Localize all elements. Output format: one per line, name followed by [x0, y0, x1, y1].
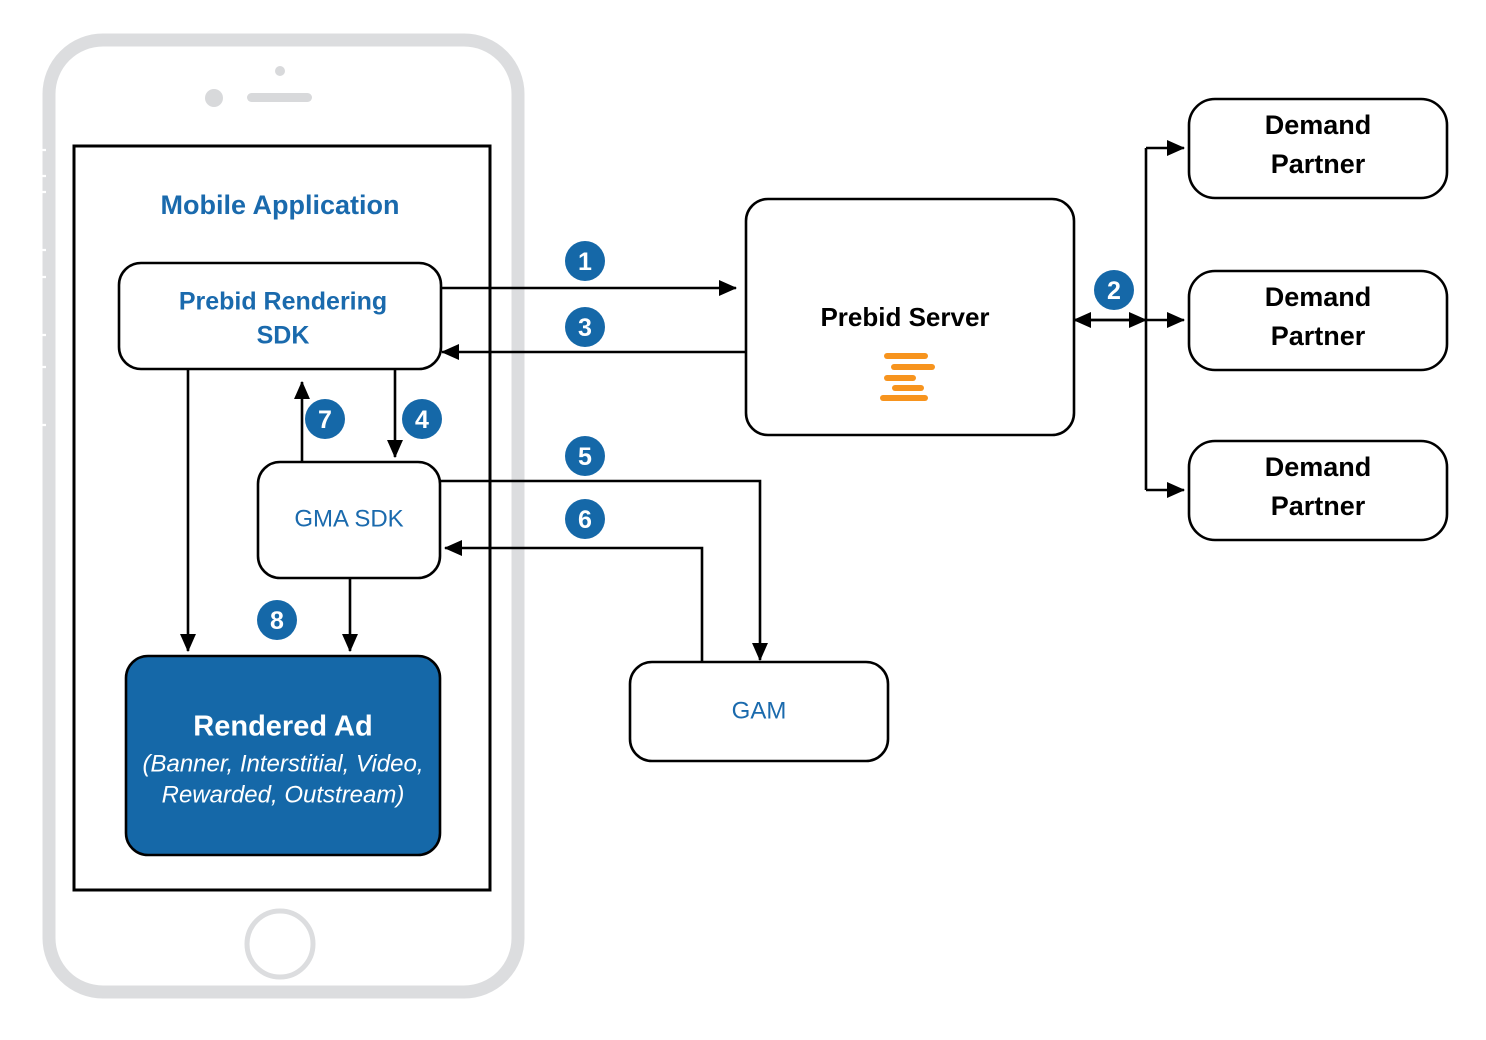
prebid-rendering-sdk-label-line1: Prebid Rendering: [179, 288, 387, 316]
node-prebid-server[interactable]: Prebid Server: [744, 197, 1076, 437]
connector-step-5: [440, 479, 769, 662]
demand-partner-3-box[interactable]: [1187, 439, 1449, 542]
demand-partner-3-label-line2: Partner: [1271, 491, 1366, 521]
node-demand-partner-2[interactable]: Demand Partner: [1187, 269, 1449, 372]
step-badge-6-circle: [565, 499, 605, 539]
step-badge-7-number: 7: [318, 406, 332, 434]
prebid-server-box[interactable]: [744, 197, 1076, 437]
prebid-server-label: Prebid Server: [820, 302, 989, 332]
phone-silent-switch: [38, 148, 46, 178]
step-badge-2: 2: [1094, 270, 1134, 310]
step-badge-8-circle: [257, 600, 297, 640]
step-badge-3: 3: [565, 307, 605, 347]
mobile-application-title: Mobile Application: [161, 190, 400, 220]
step-badge-4-number: 4: [415, 406, 429, 434]
demand-partner-2-label-line1: Demand: [1265, 282, 1372, 312]
node-demand-partner-3[interactable]: Demand Partner: [1187, 439, 1449, 542]
camera-dot: [205, 89, 223, 107]
phone-volume-down-button: [38, 275, 46, 337]
connector-step-6: [443, 539, 704, 673]
step-badge-5-number: 5: [578, 443, 592, 471]
node-gam[interactable]: GAM: [628, 660, 890, 763]
step-badge-1-circle: [565, 241, 605, 281]
node-gma-sdk[interactable]: GMA SDK: [256, 460, 442, 580]
gma-sdk-label: GMA SDK: [294, 505, 403, 532]
proximity-sensor-dot: [275, 66, 285, 76]
rendered-ad-subtitle-line1: (Banner, Interstitial, Video,: [142, 750, 423, 777]
step-badge-1: 1: [565, 241, 605, 281]
step-badge-2-number: 2: [1107, 277, 1121, 305]
demand-partner-2-label-line2: Partner: [1271, 321, 1366, 351]
step-badge-4: 4: [402, 399, 442, 439]
rendered-ad-title: Rendered Ad: [193, 711, 372, 743]
step-badge-2-circle: [1094, 270, 1134, 310]
gam-box[interactable]: [628, 660, 890, 763]
step-badge-5-circle: [565, 436, 605, 476]
earpiece-speaker: [247, 93, 312, 102]
gam-label: GAM: [732, 697, 787, 724]
prebid-logo-icon: [880, 353, 935, 401]
step-badge-3-circle: [565, 307, 605, 347]
step-badge-5: 5: [565, 436, 605, 476]
step-badge-1-number: 1: [578, 248, 592, 276]
node-prebid-rendering-sdk[interactable]: Prebid Rendering SDK: [117, 261, 443, 371]
step-badge-7: 7: [305, 399, 345, 439]
step-badge-6-number: 6: [578, 506, 592, 534]
demand-partner-1-box[interactable]: [1187, 97, 1449, 200]
step-badge-8: 8: [257, 600, 297, 640]
step-badge-8-number: 8: [270, 607, 284, 635]
phone-power-button: [38, 365, 46, 427]
home-button[interactable]: [244, 908, 316, 980]
demand-partner-1-label-line2: Partner: [1271, 149, 1366, 179]
rendered-ad-subtitle-line2: Rewarded, Outstream): [162, 781, 405, 808]
step-badge-7-circle: [305, 399, 345, 439]
demand-partner-3-label-line1: Demand: [1265, 452, 1372, 482]
step-badge-3-number: 3: [578, 314, 592, 342]
node-demand-partner-1[interactable]: Demand Partner: [1187, 97, 1449, 200]
demand-partner-1-label-line1: Demand: [1265, 110, 1372, 140]
rendered-ad-box[interactable]: [124, 654, 442, 857]
prebid-rendering-sdk-label-line2: SDK: [257, 322, 310, 350]
phone-volume-up-button: [38, 190, 46, 252]
step-badge-6: 6: [565, 499, 605, 539]
prebid-rendering-sdk-box[interactable]: [117, 261, 443, 371]
node-rendered-ad[interactable]: Rendered Ad (Banner, Interstitial, Video…: [124, 654, 442, 857]
gma-sdk-box[interactable]: [256, 460, 442, 580]
demand-partner-2-box[interactable]: [1187, 269, 1449, 372]
step-badge-4-circle: [402, 399, 442, 439]
